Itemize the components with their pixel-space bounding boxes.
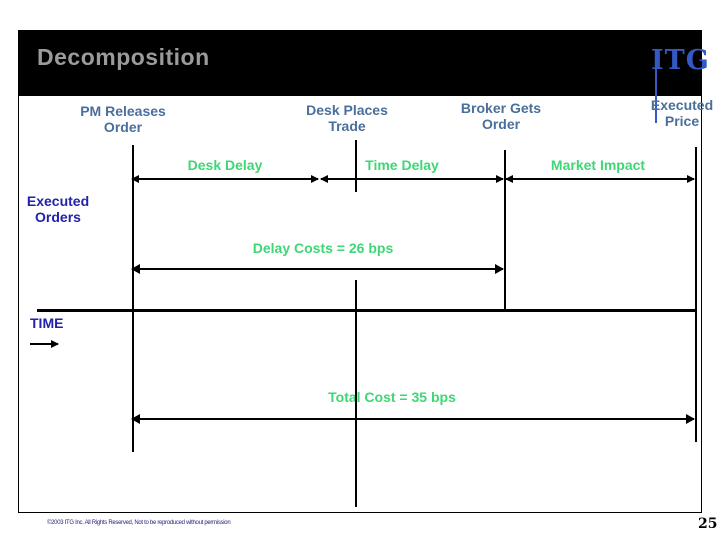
tick-executed-price [695, 147, 697, 442]
arrow-desk-delay [131, 175, 319, 182]
cost-label-delay-costs: Delay Costs = 26 bps [252, 240, 394, 256]
tick-pm-releases [132, 145, 134, 452]
time-axis-line [37, 309, 695, 312]
tick-desk-places-lower [355, 280, 357, 507]
arrow-time-delay [320, 175, 504, 182]
logo-divider [655, 65, 657, 123]
itg-logo: ITG [651, 45, 710, 76]
time-axis-label: TIME [30, 315, 64, 331]
arrow-delay-costs [131, 264, 504, 274]
event-label-broker-gets-order: Broker Gets Order [460, 100, 542, 132]
arrow-market-impact [505, 175, 695, 182]
title-bar [18, 30, 702, 123]
page-number: 25 [698, 516, 718, 532]
tick-broker-gets [504, 150, 506, 310]
event-label-pm-releases-order: PM Releases Order [80, 103, 166, 135]
event-label-executed-price: Executed Price [650, 97, 714, 129]
delay-label-desk-delay: Desk Delay [187, 157, 263, 173]
footer-copyright: ©2003 ITG Inc. All Rights Reserved, Not … [47, 520, 231, 526]
executed-orders-label: Executed Orders [26, 193, 90, 225]
arrow-total-cost [131, 414, 695, 424]
time-direction-arrow [30, 340, 59, 347]
tick-desk-places-upper [355, 140, 357, 192]
event-label-desk-places-trade: Desk Places Trade [306, 102, 388, 134]
cost-label-total-cost: Total Cost = 35 bps [328, 389, 456, 405]
delay-label-time-delay: Time Delay [365, 157, 439, 173]
delay-label-market-impact: Market Impact [550, 157, 646, 173]
page-title: Decomposition [37, 44, 210, 70]
